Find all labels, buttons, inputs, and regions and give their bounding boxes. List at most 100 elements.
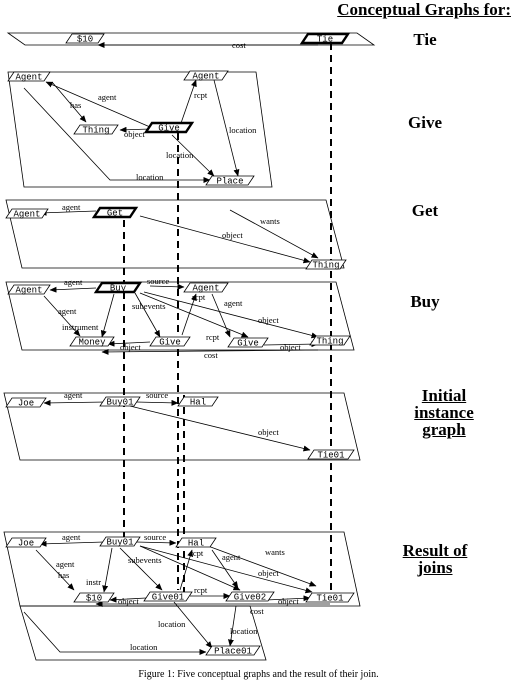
concept-node: Thing — [73, 124, 119, 136]
concept-node: Buy — [93, 281, 143, 294]
label-instr: instr — [86, 577, 101, 587]
concept-box — [65, 33, 105, 44]
label-location: location — [230, 626, 258, 636]
concept-box — [99, 536, 141, 547]
label-location: location — [136, 172, 164, 182]
concept-label: Buy01 — [106, 398, 133, 408]
edge-result-location-3 — [23, 611, 207, 655]
concept-node: Give01 — [143, 591, 193, 603]
label-object: object — [120, 342, 141, 352]
concept-box — [7, 284, 51, 295]
concept-node: Hal — [177, 396, 219, 408]
concept-node: Place — [205, 175, 255, 187]
edge-get-agent — [39, 209, 97, 216]
concept-node: Joe — [5, 397, 47, 409]
label-rcpt: rcpt — [206, 332, 220, 342]
concept-node: Agent — [7, 71, 51, 83]
edge-give-location-3 — [23, 87, 211, 183]
label-object: object — [258, 568, 279, 578]
concept-label: Buy — [110, 284, 127, 294]
concept-node: Give — [149, 336, 191, 348]
edge-give-has — [51, 81, 87, 123]
concept-label: Give — [159, 338, 181, 348]
section-label-get: Get — [411, 201, 439, 220]
edge-result-object-2 — [139, 545, 313, 594]
label-wants: wants — [260, 216, 280, 226]
edge-result-rcpt — [179, 549, 194, 591]
label-agent: agent — [222, 552, 241, 562]
label-location: location — [130, 642, 158, 652]
plane-result-lower — [19, 605, 267, 661]
concept-box — [307, 449, 355, 460]
edge-buy-source — [149, 283, 185, 290]
label-has: has — [70, 100, 81, 110]
concept-node: Give — [227, 337, 269, 349]
label-object: object — [222, 230, 243, 240]
concept-node: Tie01 — [305, 592, 355, 604]
label-subevents: subevents — [132, 301, 166, 311]
concept-label: $10 — [86, 594, 102, 604]
concept-label: Agent — [13, 210, 40, 220]
concept-box — [73, 592, 115, 603]
concept-label: Give01 — [152, 593, 184, 603]
concept-box — [5, 208, 49, 219]
concept-node: Give — [143, 121, 195, 134]
concept-node: Thing — [309, 335, 351, 347]
edge-give-object — [119, 126, 151, 133]
section-label-give: Give — [408, 113, 442, 132]
edge-get-object — [139, 215, 311, 264]
section-label-buy: Buy — [410, 292, 440, 311]
join-lines — [123, 43, 332, 592]
label-has: has — [58, 570, 69, 580]
plane-get — [5, 199, 345, 269]
concept-label: Thing — [82, 126, 109, 136]
edge-give-agent — [45, 81, 151, 128]
edge-result-object — [109, 596, 147, 603]
concept-node: Tie01 — [307, 449, 355, 461]
concept-label: Place01 — [214, 647, 252, 657]
edge-result-agent — [39, 540, 105, 547]
label-source: source — [147, 276, 169, 286]
concept-label: Tie — [317, 35, 333, 45]
label-object: object — [258, 315, 279, 325]
edge-initial-source — [135, 399, 179, 406]
concept-box — [5, 397, 47, 408]
concept-node: $10 — [73, 592, 115, 604]
label-agent: agent — [56, 559, 75, 569]
label-agent: agent — [64, 277, 83, 287]
edge-buy-cost — [101, 348, 319, 355]
figure-title: Conceptual Graphs for: — [337, 0, 511, 19]
edge-result-wants — [207, 545, 317, 587]
concept-label: $10 — [77, 35, 93, 45]
edge-buy-object-3 — [263, 341, 319, 348]
concept-label: Buy01 — [106, 538, 133, 548]
edge-buy-instrument — [100, 293, 115, 338]
edge-buy-subevents — [134, 292, 161, 338]
planes — [3, 32, 376, 661]
label-location: location — [158, 619, 186, 629]
edge-give-rcpt — [179, 79, 197, 127]
edge-result-agent-2 — [139, 545, 241, 591]
concept-box — [299, 32, 351, 45]
concept-label: Tie01 — [317, 451, 344, 461]
concept-label: Agent — [15, 73, 42, 83]
edge-buy-agent-2 — [139, 292, 249, 338]
concept-box — [305, 592, 355, 603]
concept-label: Money — [78, 338, 106, 348]
edge-buy-agent-4 — [211, 293, 231, 338]
figure-caption: Figure 1: Five conceptual graphs and the… — [138, 669, 379, 680]
edge-result-object-3 — [265, 595, 311, 602]
concept-label: Thing — [316, 337, 343, 347]
concept-box — [73, 124, 119, 135]
concept-box — [143, 591, 193, 602]
concept-node: Hal — [175, 537, 217, 549]
label-wants: wants — [265, 547, 285, 557]
concept-box — [7, 71, 51, 82]
concept-label: Thing — [312, 261, 339, 271]
label-location: location — [166, 150, 194, 160]
section-label-tie: Tie — [413, 30, 437, 49]
concept-node: Buy01 — [99, 536, 141, 548]
concept-label: Hal — [190, 398, 206, 408]
concept-node: Give02 — [225, 591, 275, 603]
